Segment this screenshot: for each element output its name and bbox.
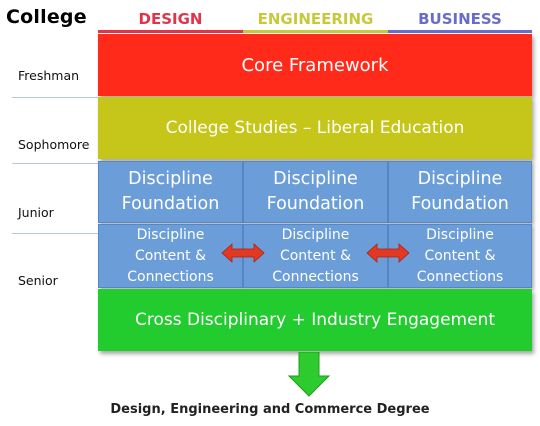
- down-arrow-icon: [287, 352, 331, 397]
- discipline-content-line3: Connections: [272, 268, 359, 285]
- discipline-content-line1: Discipline: [281, 226, 350, 243]
- column-header-design: DESIGN: [138, 10, 203, 28]
- column-underline-business: [388, 30, 532, 33]
- discipline-content-line3: Connections: [416, 268, 504, 285]
- row-divider: [12, 233, 98, 234]
- row-divider: [12, 97, 98, 98]
- row-divider: [12, 163, 98, 164]
- column-header-engineering: ENGINEERING: [257, 10, 374, 28]
- discipline-foundation-line2: Foundation: [266, 194, 365, 214]
- column-header-business: BUSINESS: [418, 10, 502, 28]
- discipline-content-line2: Content &: [279, 247, 352, 264]
- discipline-content-line2: Content &: [134, 247, 207, 264]
- core-framework-band: Core Framework: [98, 34, 532, 96]
- college-studies-label: College Studies – Liberal Education: [165, 118, 465, 138]
- degree-label: Design, Engineering and Commerce Degree: [110, 402, 430, 417]
- cross-disciplinary-label: Cross Disciplinary + Industry Engagement: [134, 310, 496, 330]
- cross-disciplinary-band: Cross Disciplinary + Industry Engagement: [98, 289, 532, 351]
- discipline-content-line1: Discipline: [136, 226, 205, 243]
- double-arrow-icon: [221, 243, 265, 263]
- row-label-junior: Junior: [18, 205, 54, 220]
- row-label-freshman: Freshman: [18, 68, 80, 83]
- discipline-foundation-line1: Discipline: [128, 169, 213, 189]
- discipline-content-line3: Connections: [127, 268, 214, 285]
- core-framework-label: Core Framework: [241, 54, 389, 76]
- column-underline-design: [98, 30, 243, 33]
- discipline-content-line1: Discipline: [426, 226, 494, 243]
- diagram-title: College: [6, 6, 87, 28]
- discipline-foundation-line2: Foundation: [121, 194, 220, 214]
- college-studies-band: College Studies – Liberal Education: [98, 97, 532, 159]
- discipline-content-line2: Content &: [424, 247, 496, 264]
- discipline-foundation-line1: Discipline: [273, 169, 358, 189]
- double-arrow-icon: [366, 243, 410, 263]
- discipline-foundation-line2: Foundation: [411, 194, 509, 214]
- discipline-foundation-line1: Discipline: [417, 169, 503, 189]
- column-underline-engineering: [243, 30, 388, 33]
- row-label-sophomore: Sophomore: [18, 137, 90, 152]
- row-label-senior: Senior: [18, 273, 58, 288]
